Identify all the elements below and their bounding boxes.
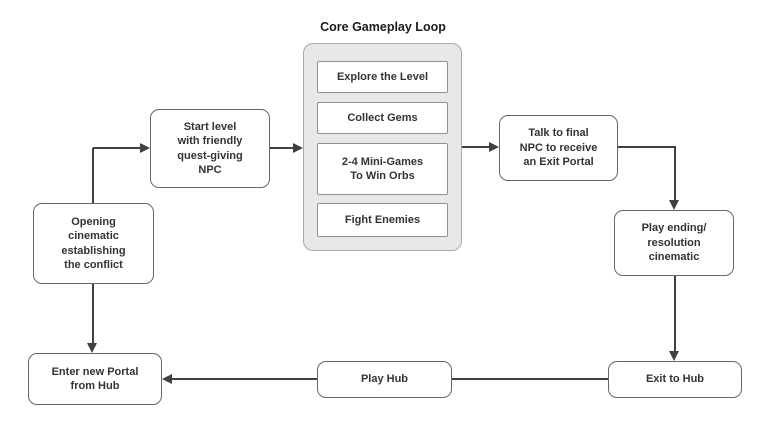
- loop-step-collect-gems: Collect Gems: [317, 102, 448, 134]
- edge-exit-to-playhub-line: [452, 378, 608, 380]
- node-exit-to-hub: Exit to Hub: [608, 361, 742, 398]
- edge-opening-to-start-vertical: [92, 148, 94, 203]
- edge-playhub-to-portal-line: [172, 378, 317, 380]
- loop-step-mini-games: 2-4 Mini-Games To Win Orbs: [317, 143, 448, 195]
- loop-step-fight-enemies: Fight Enemies: [317, 203, 448, 237]
- node-opening-cinematic: Opening cinematic establishing the confl…: [33, 203, 154, 284]
- node-talk-to-final-npc: Talk to final NPC to receive an Exit Por…: [499, 115, 618, 181]
- edge-talk-to-ending-arrowhead: [669, 200, 679, 210]
- edge-ending-to-exit-arrowhead: [669, 351, 679, 361]
- edge-opening-to-start-arrowhead: [140, 143, 150, 153]
- edge-opening-to-portal-arrowhead: [87, 343, 97, 353]
- edge-start-to-loop-arrowhead: [293, 143, 303, 153]
- edge-playhub-to-portal-arrowhead: [162, 374, 172, 384]
- edge-talk-to-ending-vertical: [674, 146, 676, 202]
- edge-ending-to-exit-line: [674, 276, 676, 352]
- node-enter-new-portal: Enter new Portal from Hub: [28, 353, 162, 405]
- node-play-hub: Play Hub: [317, 361, 452, 398]
- edge-start-to-loop-line: [270, 147, 294, 149]
- node-start-level: Start level with friendly quest-giving N…: [150, 109, 270, 188]
- node-play-ending-cinematic: Play ending/ resolution cinematic: [614, 210, 734, 276]
- edge-opening-to-portal-line: [92, 284, 94, 345]
- edge-loop-to-talk-arrowhead: [489, 142, 499, 152]
- edge-opening-to-start-horizontal: [93, 147, 140, 149]
- edge-talk-to-ending-horizontal: [618, 146, 675, 148]
- edge-loop-to-talk-line: [462, 146, 490, 148]
- core-loop-title: Core Gameplay Loop: [320, 20, 446, 34]
- loop-step-explore: Explore the Level: [317, 61, 448, 93]
